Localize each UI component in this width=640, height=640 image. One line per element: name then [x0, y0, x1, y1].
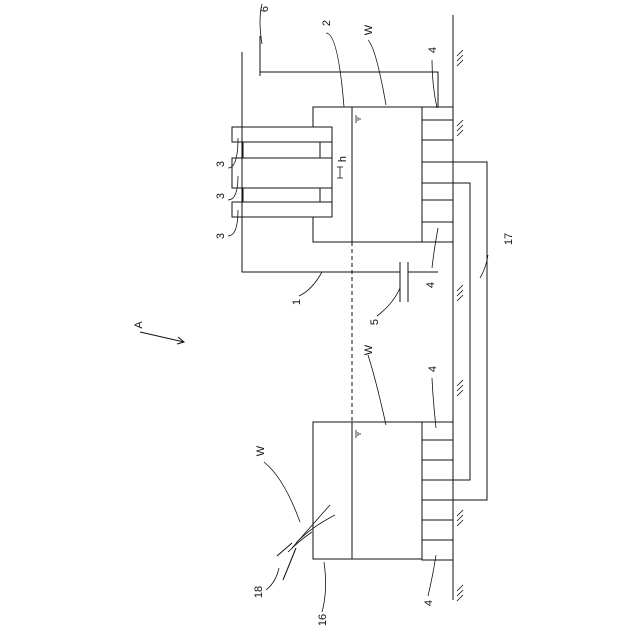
label-w-lower: W	[255, 445, 267, 456]
label-5: 5	[369, 319, 381, 325]
supports	[422, 107, 453, 560]
label-w-middle: W	[363, 344, 375, 355]
ground	[453, 15, 463, 601]
direction-arrow: A	[133, 321, 184, 344]
label-h: h	[337, 156, 349, 162]
label-4-b: 4	[425, 282, 437, 288]
label-2: 2	[321, 20, 333, 26]
label-18: 18	[253, 586, 265, 598]
label-17: 17	[503, 233, 515, 245]
label-1: 1	[291, 299, 303, 305]
label-6: 6	[259, 6, 271, 12]
label-3-c: 3	[215, 233, 227, 239]
label-4-a: 4	[427, 47, 439, 53]
label-4-c: 4	[427, 366, 439, 372]
label-3-a: 3	[215, 161, 227, 167]
label-16: 16	[317, 614, 329, 626]
label-w-upper: W	[363, 24, 375, 35]
direction-arrow-label: A	[133, 321, 145, 329]
lower-tank	[313, 422, 422, 559]
stacked-elements	[232, 127, 332, 217]
label-3-b: 3	[215, 193, 227, 199]
label-4-d: 4	[423, 600, 435, 606]
